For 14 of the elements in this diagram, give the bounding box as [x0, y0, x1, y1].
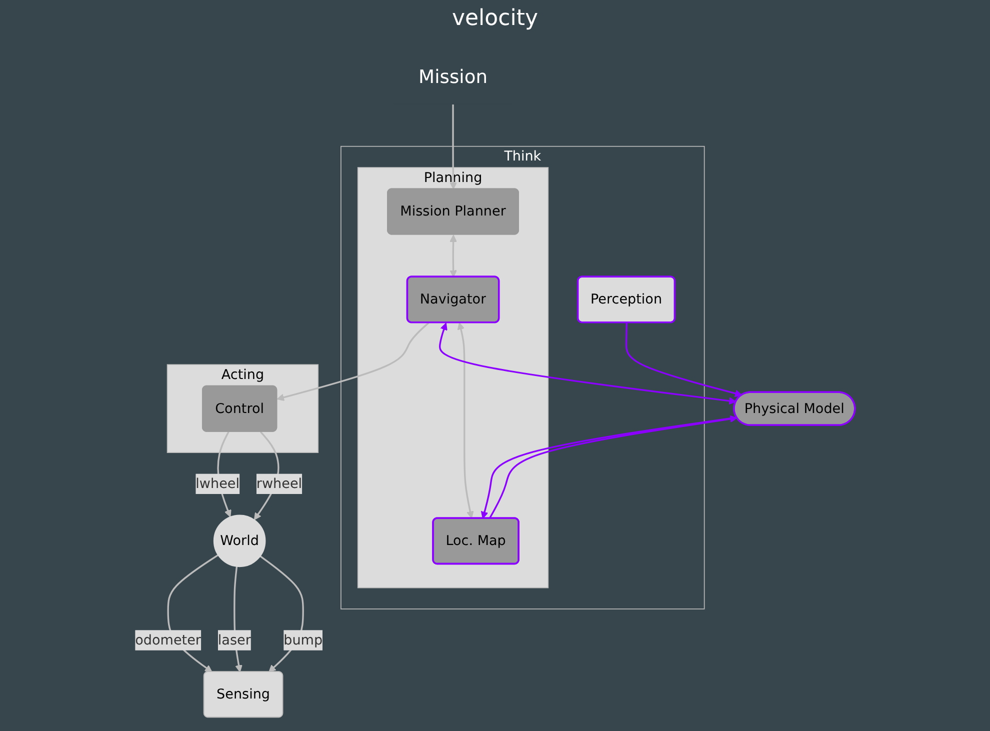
edge-label: bump: [284, 632, 323, 648]
edge-label: lwheel: [196, 475, 240, 492]
edge-label: laser: [218, 632, 251, 648]
arrow: [457, 322, 474, 518]
node-circle: World: [213, 514, 266, 568]
arrow: [276, 322, 430, 401]
arrow: [450, 234, 458, 278]
arrow: [450, 104, 458, 190]
edge-label: odometer: [135, 632, 201, 648]
edge-label: rwheel: [256, 475, 302, 492]
node-text: Mission: [418, 66, 488, 88]
arrow: [439, 322, 736, 405]
arrow: [625, 322, 742, 398]
note-text: velocity: [452, 6, 538, 31]
